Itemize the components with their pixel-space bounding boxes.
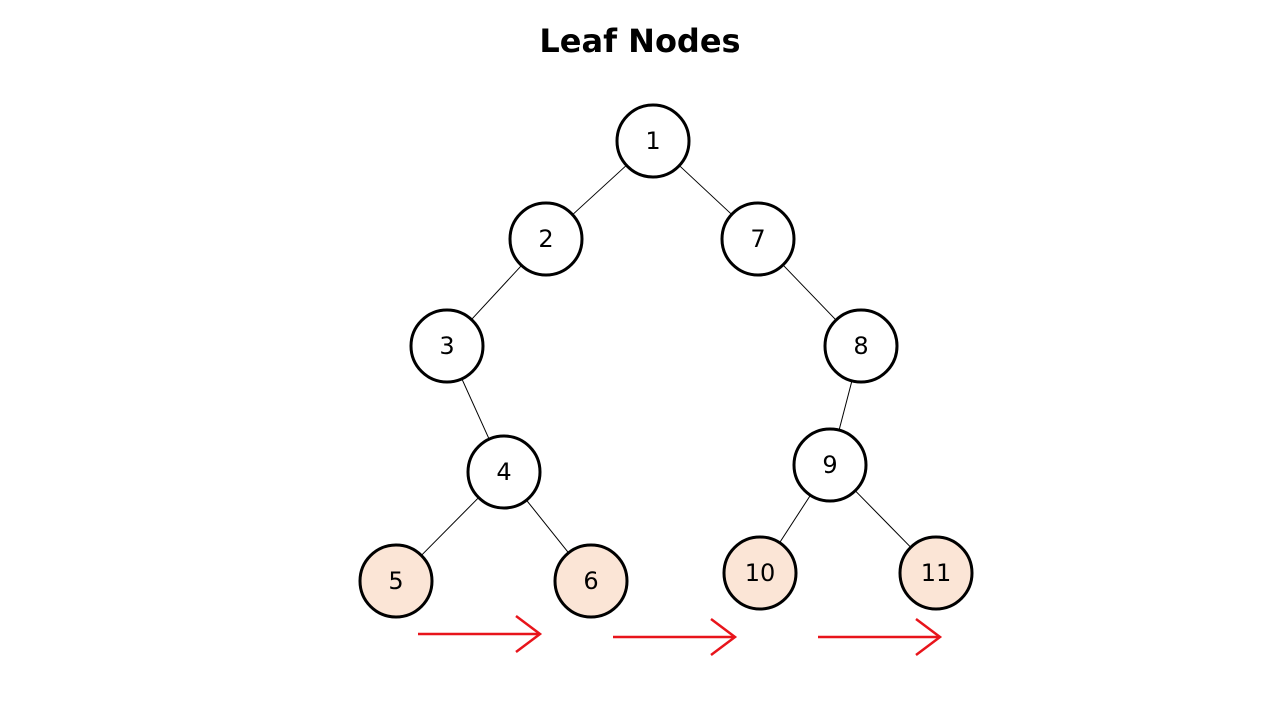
arrow-head <box>710 618 738 656</box>
node-circle <box>722 535 798 611</box>
leaf-node-10: 10 <box>722 535 798 611</box>
leaf-node-11: 11 <box>898 535 974 611</box>
diagram-title: Leaf Nodes <box>539 22 741 60</box>
node-label: 1 <box>645 127 660 155</box>
leaf-node-5: 5 <box>358 543 434 619</box>
node-circle <box>823 308 899 384</box>
node-circle <box>358 543 434 619</box>
tree-node-3: 3 <box>409 308 485 384</box>
edge-1-2 <box>572 164 627 216</box>
node-label: 3 <box>439 332 454 360</box>
arrow-head <box>515 615 543 653</box>
edge-8-9 <box>838 380 853 431</box>
edge-4-6 <box>526 499 569 554</box>
right-arrow-icon <box>818 618 943 656</box>
node-label: 11 <box>921 559 952 587</box>
node-label: 4 <box>496 458 511 486</box>
edge-7-8 <box>782 264 837 321</box>
edge-1-7 <box>678 165 733 215</box>
edge-9-10 <box>779 494 811 544</box>
node-label: 9 <box>822 451 837 479</box>
node-label: 5 <box>388 567 403 595</box>
leaf-traversal-arrows <box>418 615 943 656</box>
tree-node-9: 9 <box>792 427 868 503</box>
edge-9-11 <box>854 490 912 548</box>
node-circle <box>409 308 485 384</box>
node-circle <box>508 201 584 277</box>
node-circle <box>553 543 629 619</box>
node-label: 2 <box>538 225 553 253</box>
node-label: 6 <box>583 567 598 595</box>
edge-2-3 <box>471 265 522 320</box>
node-circle <box>615 103 691 179</box>
right-arrow-icon <box>418 615 543 653</box>
nodes-layer: 1 2 7 3 8 4 9 5 6 10 11 <box>358 103 974 619</box>
tree-node-8: 8 <box>823 308 899 384</box>
node-circle <box>720 201 796 277</box>
node-circle <box>898 535 974 611</box>
tree-node-2: 2 <box>508 201 584 277</box>
leaf-node-6: 6 <box>553 543 629 619</box>
node-label: 7 <box>750 225 765 253</box>
edges-layer <box>420 164 912 556</box>
tree-node-7: 7 <box>720 201 796 277</box>
arrow-head <box>915 618 943 656</box>
tree-node-1: 1 <box>615 103 691 179</box>
node-label: 10 <box>745 559 776 587</box>
right-arrow-icon <box>613 618 738 656</box>
tree-node-4: 4 <box>466 434 542 510</box>
edge-3-4 <box>461 378 490 440</box>
node-circle <box>466 434 542 510</box>
edge-4-5 <box>420 497 480 556</box>
node-circle <box>792 427 868 503</box>
node-label: 8 <box>853 332 868 360</box>
